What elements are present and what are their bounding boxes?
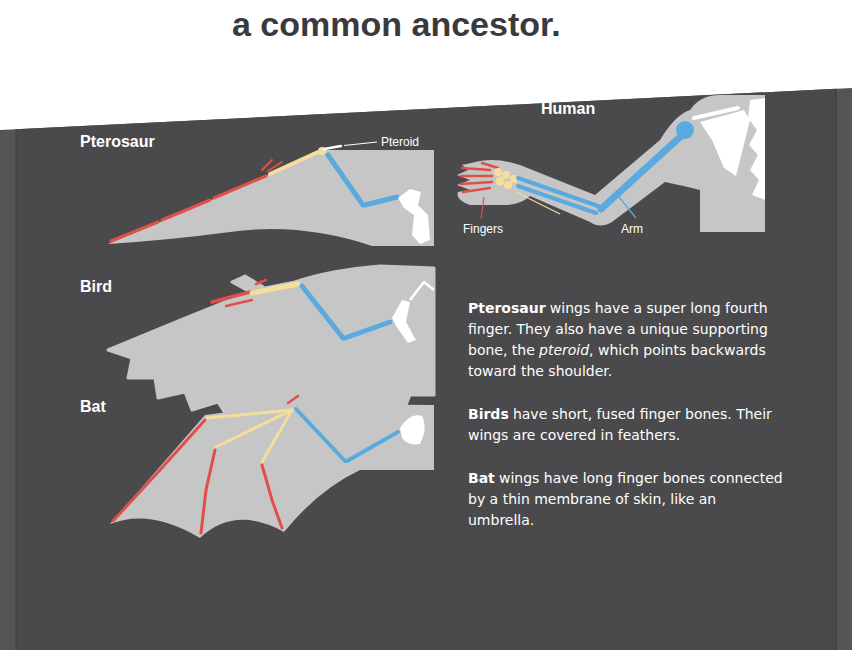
forearm-bone: [302, 286, 343, 338]
species-name: Human: [541, 99, 595, 119]
wrist-bone: [494, 168, 502, 176]
finger-bone: [461, 175, 492, 178]
finger-bone: [262, 465, 282, 528]
bat-wing: [110, 396, 434, 538]
wrist-bones: [494, 168, 518, 189]
leader-line: [481, 197, 484, 219]
hand-bone: [252, 284, 298, 293]
description-block: Pterosaurwings have a super long fourth …: [468, 298, 786, 553]
description-text: have short, fused finger bones. Their wi…: [468, 406, 772, 443]
species-name: Bat: [80, 397, 106, 417]
hand-bone: [262, 410, 292, 462]
species-name: Pterosaur: [80, 132, 155, 152]
shoulder-blade: [700, 110, 750, 176]
description-text: wings have long finger bones connected b…: [468, 470, 783, 528]
arm-silhouette: [457, 95, 765, 232]
arm-bone: [345, 322, 390, 338]
hand-bones: [207, 410, 292, 462]
finger-bone: [162, 200, 210, 220]
panel-edge: [16, 129, 17, 650]
wing-membrane: [108, 150, 434, 246]
arm-bone: [365, 197, 397, 205]
hand-bone: [270, 152, 318, 174]
finger-bone: [201, 450, 215, 533]
finger-bone: [111, 222, 158, 241]
wing-feathers: [108, 266, 434, 427]
wing-membrane: [110, 404, 434, 538]
finger-bone: [462, 168, 490, 170]
leader-line: [516, 192, 560, 214]
forearm-bone: [296, 409, 345, 461]
description-paragraph: Birdshave short, fused finger bones. The…: [468, 404, 786, 446]
leader-line: [619, 197, 636, 218]
finger-bones: [111, 160, 291, 241]
dark-panel: [16, 89, 836, 650]
part-name: Fingers: [463, 222, 503, 237]
leader-line: [344, 142, 377, 146]
description-paragraph: Batwings have long finger bones connecte…: [468, 468, 786, 531]
arm-bone: [601, 137, 680, 209]
pteroid-bone: [324, 146, 341, 149]
wishbone: [410, 282, 434, 300]
wrist-bone: [502, 171, 510, 179]
finger-bone: [226, 300, 252, 306]
finger-bone: [214, 176, 266, 198]
wrist-bone: [496, 177, 505, 186]
shoulder-joint: [676, 121, 694, 139]
species-name: Bird: [80, 277, 112, 297]
term-name: Pterosaur: [468, 300, 546, 316]
heading-fragment: a common ancestor.: [232, 4, 561, 44]
description-paragraph: Pterosaurwings have a super long fourth …: [468, 298, 786, 382]
bird-wing: [108, 266, 434, 427]
shoulder-bone: [392, 300, 416, 343]
finger-bone: [463, 188, 490, 192]
finger-bone: [256, 280, 266, 284]
arm-bone: [347, 432, 398, 461]
pterosaur-wing: [108, 142, 434, 246]
rib-bones: [748, 98, 765, 200]
part-name: Arm: [621, 222, 643, 237]
panel-margin: [0, 88, 852, 650]
term-name: Bat: [468, 470, 495, 486]
human-arm: [457, 95, 765, 232]
panel-edge: [836, 89, 837, 650]
shoulder-bone: [398, 189, 430, 244]
part-name: Pteroid: [381, 135, 419, 150]
term-name: Birds: [468, 406, 509, 422]
wrist-bone: [504, 181, 512, 189]
thumb-bone: [288, 396, 298, 403]
finger-bones: [461, 163, 498, 192]
finger-bone: [461, 182, 492, 184]
shoulder-bone: [400, 415, 425, 444]
finger-bone: [482, 163, 498, 168]
forearm-bone: [328, 155, 363, 205]
finger-bone: [113, 420, 205, 521]
finger-bones: [113, 396, 298, 533]
term-italic: pteroid: [539, 342, 589, 358]
